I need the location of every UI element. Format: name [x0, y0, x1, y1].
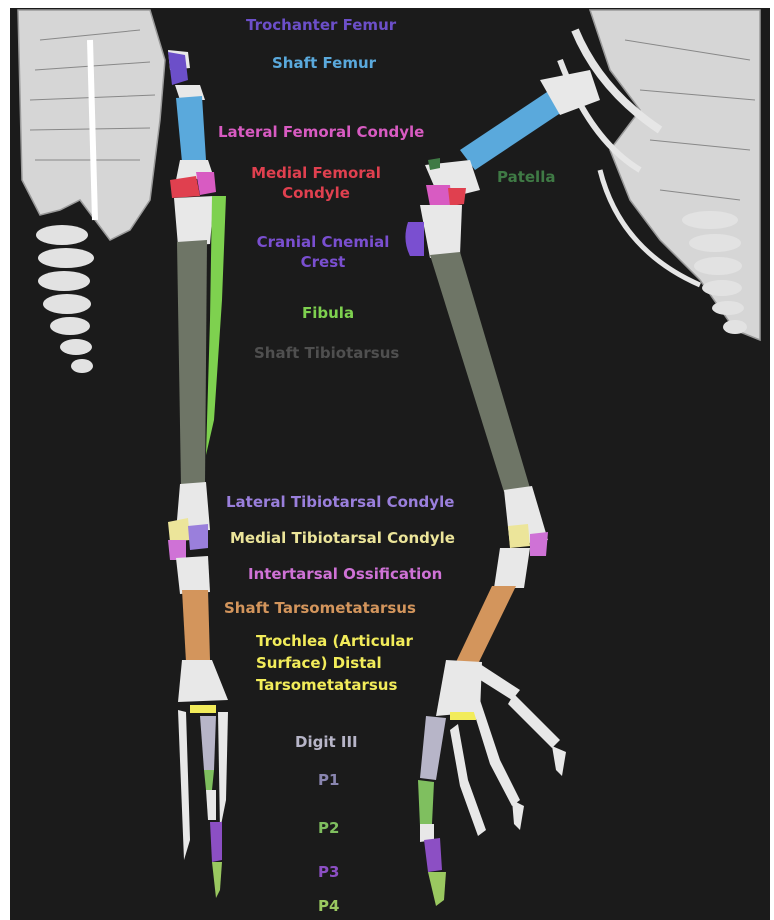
right-medial-tibiotarsal-condyle	[508, 524, 530, 548]
label-p4: P4	[318, 896, 339, 916]
label-trochlea-line1: Trochlea (Articular	[256, 630, 413, 652]
label-patella: Patella	[497, 167, 555, 187]
label-trochlea-line3: Tarsometatarsus	[256, 674, 413, 696]
right-leg	[405, 70, 600, 906]
label-medial-femoral-condyle-line1: Medial Femoral	[248, 163, 384, 183]
left-shaft-tibiotarsus	[177, 240, 207, 486]
label-digit-iii: Digit III	[295, 732, 358, 752]
right-p2	[418, 780, 434, 826]
right-digit-iii	[420, 716, 446, 780]
label-p3: P3	[318, 862, 339, 882]
label-cranial-cnemial-crest: Cranial Cnemial Crest	[246, 232, 400, 272]
left-trochanter-femur	[168, 52, 188, 85]
right-intertarsal-ossification	[530, 532, 548, 556]
label-cranial-cnemial-crest-line1: Cranial Cnemial	[246, 232, 400, 252]
left-intertarsal-ossification	[168, 540, 186, 560]
label-trochlea-line2: Surface) Distal	[256, 652, 413, 674]
left-p3	[210, 822, 222, 862]
label-medial-femoral-condyle: Medial Femoral Condyle	[248, 163, 384, 203]
label-fibula: Fibula	[302, 303, 354, 323]
label-lateral-femoral-condyle: Lateral Femoral Condyle	[218, 122, 424, 142]
label-trochlea-distal-tarsometatarsus: Trochlea (Articular Surface) Distal Tars…	[256, 630, 413, 696]
label-shaft-tibiotarsus: Shaft Tibiotarsus	[254, 343, 399, 363]
right-p3	[424, 838, 442, 872]
right-shaft-tibiotarsus	[430, 252, 530, 492]
left-pelvis	[18, 10, 165, 240]
left-shaft-femur	[176, 96, 206, 162]
left-spine	[36, 225, 94, 373]
right-shaft-femur	[460, 90, 565, 170]
label-p1: P1	[318, 770, 339, 790]
label-medial-tibiotarsal-condyle: Medial Tibiotarsal Condyle	[230, 528, 455, 548]
left-lateral-tibiotarsal-condyle	[188, 524, 208, 550]
label-cranial-cnemial-crest-line2: Crest	[246, 252, 400, 272]
left-shaft-tarsometatarsus	[182, 590, 210, 662]
right-p4	[428, 872, 446, 906]
label-p2: P2	[318, 818, 339, 838]
left-medial-tibiotarsal-condyle	[168, 518, 190, 542]
left-digit-iii	[200, 716, 216, 770]
left-medial-femoral-condyle	[170, 176, 200, 198]
label-trochanter-femur: Trochanter Femur	[246, 15, 396, 35]
label-medial-femoral-condyle-line2: Condyle	[248, 183, 384, 203]
right-medial-femoral-condyle	[448, 188, 466, 206]
right-patella	[428, 158, 440, 170]
label-shaft-femur: Shaft Femur	[272, 53, 376, 73]
label-shaft-tarsometatarsus: Shaft Tarsometatarsus	[224, 598, 416, 618]
right-shaft-tarsometatarsus	[456, 586, 516, 664]
label-lateral-tibiotarsal-condyle: Lateral Tibiotarsal Condyle	[226, 492, 454, 512]
left-leg	[168, 50, 228, 898]
left-p4	[212, 862, 222, 898]
right-cranial-cnemial-crest	[405, 222, 424, 256]
label-intertarsal-ossification: Intertarsal Ossification	[248, 564, 442, 584]
